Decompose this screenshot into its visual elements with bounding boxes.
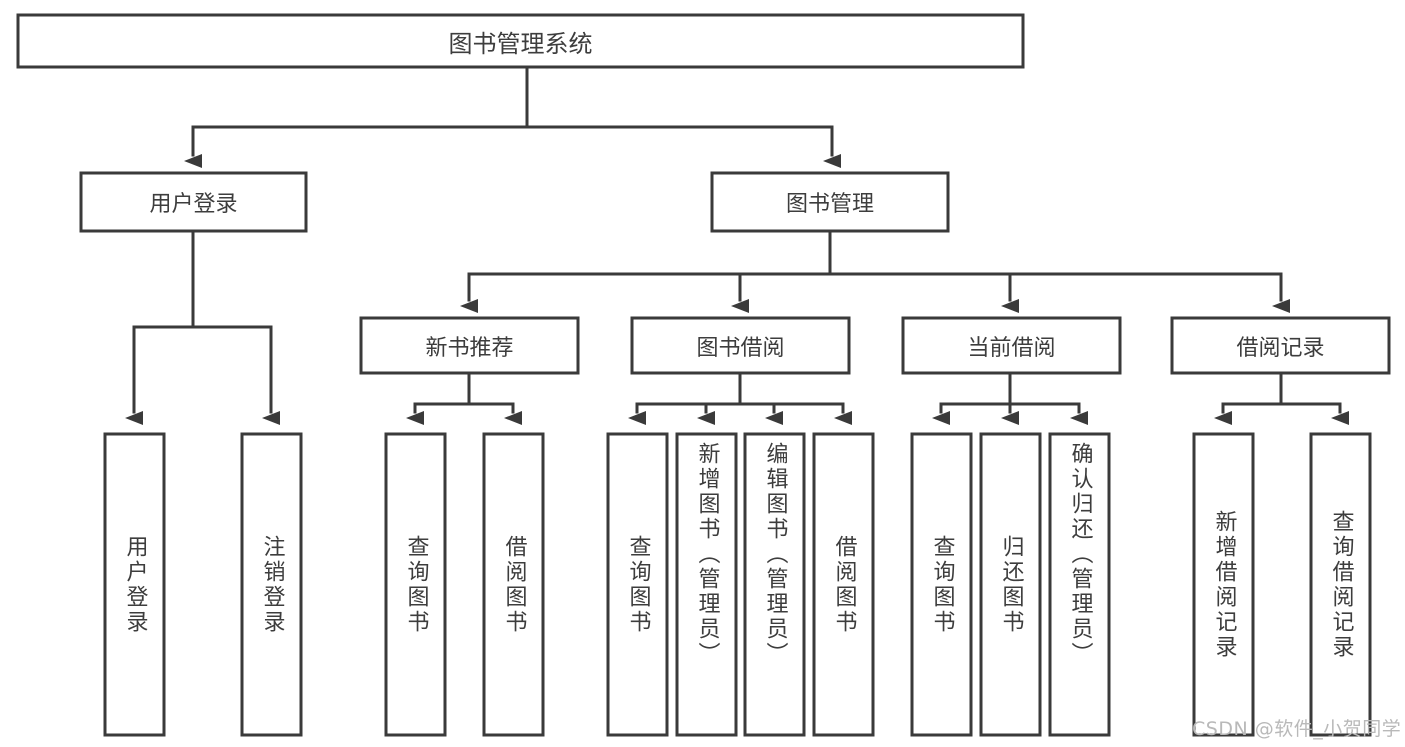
node-user-login[interactable] <box>79 171 308 233</box>
leafbox-new-book-2[interactable] <box>482 432 545 737</box>
node-book-borrow[interactable] <box>630 316 851 375</box>
leafbox-book-borrow-1[interactable] <box>606 432 669 737</box>
leafbox-borrow-record-1[interactable] <box>1192 432 1255 737</box>
connector-borrow-record-bus <box>1221 371 1342 406</box>
leafbox-borrow-record-2[interactable] <box>1309 432 1372 737</box>
leafbox-book-borrow-2[interactable] <box>675 432 738 737</box>
connector-new-book-bus <box>413 371 515 406</box>
leafbox-user-login-1[interactable] <box>103 432 166 737</box>
leafbox-current-borrow-2[interactable] <box>979 432 1042 737</box>
leafbox-new-book-1[interactable] <box>384 432 447 737</box>
connector-book-management-bus <box>467 229 1283 276</box>
node-current-borrow[interactable] <box>901 316 1122 375</box>
connector-book-borrow-bus <box>635 371 845 406</box>
csdn-watermark: CSDN @软件_小贺同学 <box>1192 718 1402 740</box>
node-book-management[interactable] <box>710 171 950 233</box>
leafbox-book-borrow-3[interactable] <box>743 432 806 737</box>
connector-user-login-bus <box>132 229 273 329</box>
node-new-book-recommend[interactable] <box>359 316 580 375</box>
leafbox-current-borrow-3[interactable] <box>1048 432 1111 737</box>
leafbox-user-login-2[interactable] <box>240 432 303 737</box>
node-root-book-management-system[interactable] <box>16 13 1025 69</box>
connector-current-borrow-bus <box>939 371 1081 406</box>
leafbox-book-borrow-4[interactable] <box>812 432 875 737</box>
leafbox-current-borrow-1[interactable] <box>910 432 973 737</box>
connector-root-to-level1 <box>191 65 834 129</box>
node-borrow-record[interactable] <box>1170 316 1391 375</box>
